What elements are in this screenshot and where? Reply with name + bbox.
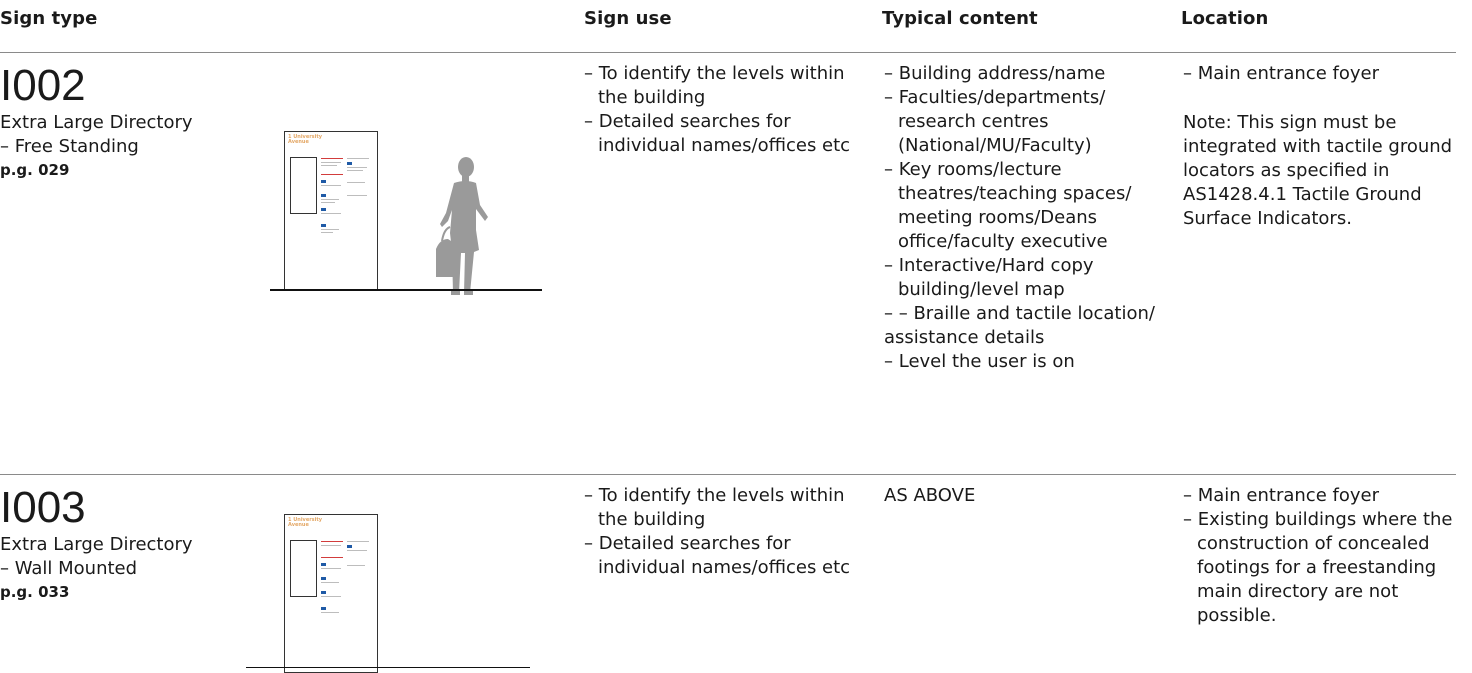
location-note: Note: This sign must be integrated with …	[1183, 112, 1453, 229]
sign-screen-panel	[290, 157, 317, 214]
header-sign-use: Sign use	[584, 8, 672, 29]
list-item: Faculties/departments/ research centres …	[884, 86, 1174, 158]
row-divider	[0, 474, 1456, 475]
sign-code: I003	[0, 483, 86, 532]
sign-screen-panel	[290, 540, 317, 597]
list-item: – Braille and tactile location/ assistan…	[884, 302, 1174, 350]
list-item: To identify the levels within the buildi…	[584, 484, 874, 532]
person-silhouette-icon	[436, 157, 488, 295]
list-item: Key rooms/lecture theatres/teaching spac…	[884, 158, 1174, 254]
list-item: To identify the levels within the buildi…	[584, 62, 874, 110]
sign-use-list: To identify the levels within the buildi…	[584, 62, 874, 158]
location-list: Main entrance foyer	[1183, 62, 1468, 86]
sign-name-line1: Extra Large Directory	[0, 112, 193, 133]
list-item: Level the user is on	[884, 350, 1174, 374]
header-divider	[0, 52, 1456, 53]
page-reference-link[interactable]: p.g. 029	[0, 161, 70, 179]
list-item: Existing buildings where the constructio…	[1183, 508, 1463, 628]
list-item: Building address/name	[884, 62, 1174, 86]
list-item: Interactive/Hard copy building/level map	[884, 254, 1174, 302]
list-item: Detailed searches for individual names/o…	[584, 110, 874, 158]
sign-name: Extra Large Directory – Free Standing	[0, 111, 193, 159]
typical-content-text: AS ABOVE	[884, 485, 976, 506]
list-item: Main entrance foyer	[1183, 62, 1468, 86]
typical-content-list: Building address/name Faculties/departme…	[884, 62, 1174, 374]
sign-code: I002	[0, 61, 86, 110]
sign-name-line2: – Wall Mounted	[0, 558, 138, 579]
wall-line	[246, 667, 530, 668]
header-sign-type: Sign type	[0, 8, 98, 29]
page-reference-link[interactable]: p.g. 033	[0, 583, 70, 601]
ground-line	[270, 289, 542, 291]
sign-title: 1 University Avenue	[288, 517, 323, 528]
free-standing-sign-illustration: 1 University Avenue	[284, 131, 378, 291]
sign-name: Extra Large Directory – Wall Mounted	[0, 533, 193, 581]
header-location: Location	[1181, 8, 1269, 29]
sign-name-line1: Extra Large Directory	[0, 534, 193, 555]
sign-title: 1 University Avenue	[288, 134, 323, 145]
list-item: Detailed searches for individual names/o…	[584, 532, 874, 580]
wall-mounted-sign-illustration: 1 University Avenue	[284, 514, 378, 673]
location-list: Main entrance foyer Existing buildings w…	[1183, 484, 1463, 628]
sign-use-list: To identify the levels within the buildi…	[584, 484, 874, 580]
sign-name-line2: – Free Standing	[0, 136, 139, 157]
list-item: Main entrance foyer	[1183, 484, 1463, 508]
header-typical-content: Typical content	[882, 8, 1038, 29]
